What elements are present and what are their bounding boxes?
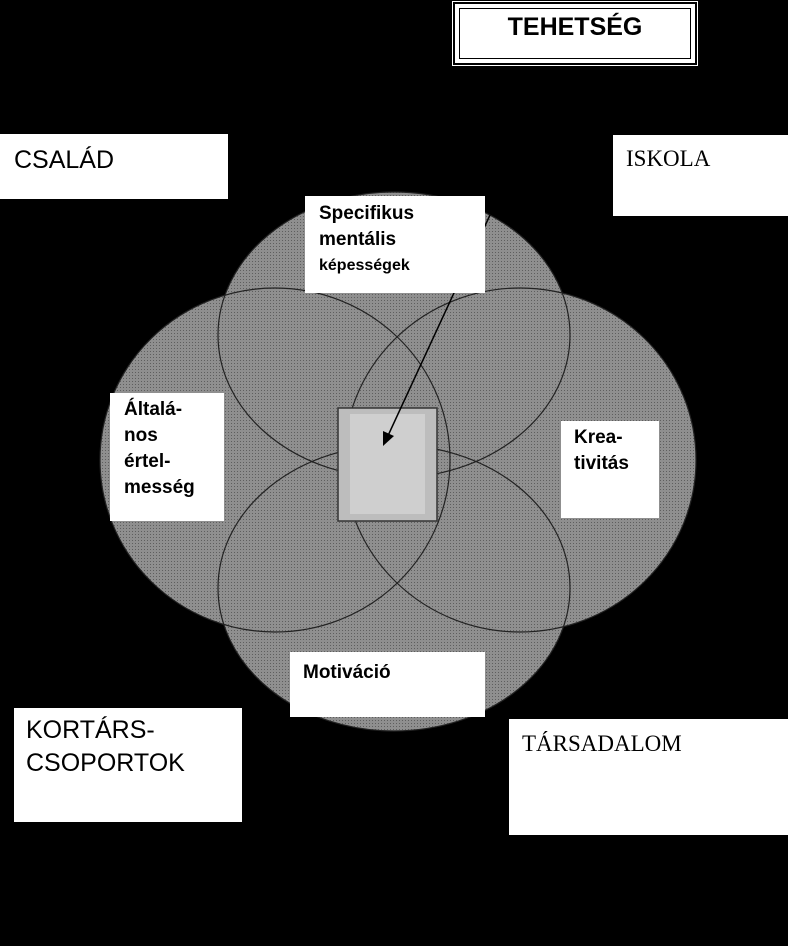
title-inner-border	[459, 8, 691, 59]
creativity-box: Krea- tivitás	[561, 421, 659, 518]
school-box: ISKOLA	[613, 135, 788, 216]
family-box: CSALÁD	[0, 134, 228, 199]
specific-line1: Specifikus	[319, 203, 415, 224]
general-line4: messég	[124, 477, 195, 498]
specific-abilities-box: Specifikus mentális képességek	[305, 196, 485, 293]
motivation-label: Motiváció	[303, 662, 391, 683]
specific-line3: képességek	[319, 257, 410, 274]
motivation-box: Motiváció	[290, 652, 485, 717]
society-label: TÁRSADALOM	[522, 731, 682, 756]
general-line1: Általá-	[124, 399, 183, 420]
society-box: TÁRSADALOM	[509, 719, 788, 835]
arrow-head	[383, 431, 394, 446]
school-label: ISKOLA	[626, 146, 711, 171]
general-line3: értel-	[124, 451, 171, 472]
family-label: CSALÁD	[14, 146, 115, 174]
peers-label-line1: KORTÁRS-	[26, 716, 155, 744]
general-line2: nos	[124, 425, 158, 446]
title-text: TEHETSÉG	[507, 13, 643, 41]
creativity-line2: tivitás	[574, 453, 629, 474]
peers-label-line2: CSOPORTOK	[26, 749, 185, 777]
peers-box: KORTÁRS- CSOPORTOK	[14, 708, 242, 822]
core-inner	[350, 414, 425, 514]
specific-line2: mentális	[319, 229, 397, 250]
title-box: TEHETSÉG	[452, 1, 698, 66]
general-intelligence-box: Általá- nos értel- messég	[110, 393, 224, 521]
creativity-line1: Krea-	[574, 427, 623, 448]
